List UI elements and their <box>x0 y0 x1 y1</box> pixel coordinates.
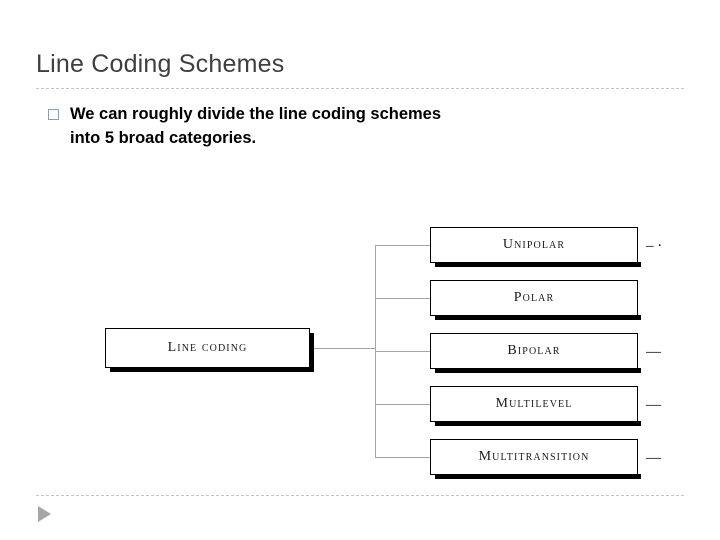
trailing-mark-4: — <box>646 397 661 413</box>
page-title: Line Coding Schemes <box>36 50 285 78</box>
node-shadow <box>110 367 313 372</box>
trailing-mark-3: — <box>646 344 661 360</box>
node-label: Unipolar <box>502 237 566 252</box>
bullet-text: We can roughly divide the line coding sc… <box>70 103 670 151</box>
node-shadow-right <box>309 333 314 372</box>
node-shadow <box>435 421 641 426</box>
connector-branch-4 <box>375 404 430 405</box>
line-coding-tree-diagram: Line coding Unipolar Polar Bipolar Multi… <box>90 215 690 485</box>
node-bipolar: Bipolar <box>430 333 641 373</box>
connector-root-to-spine <box>310 348 375 349</box>
node-multilevel: Multilevel <box>430 386 641 426</box>
node-polar: Polar <box>430 280 641 320</box>
connector-branch-5 <box>375 457 430 458</box>
play-triangle-icon[interactable] <box>38 506 51 522</box>
node-label: Multilevel <box>495 396 573 411</box>
node-shadow <box>435 262 641 267</box>
trailing-mark-1: – · <box>646 238 663 254</box>
node-label: Multitransition <box>478 449 590 464</box>
node-shadow <box>435 315 641 320</box>
node-label: Polar <box>513 290 555 305</box>
connector-branch-2 <box>375 298 430 299</box>
connector-branch-1 <box>375 245 430 246</box>
bullet-line-1: We can roughly divide the line coding sc… <box>70 105 442 123</box>
square-bullet-icon <box>48 109 59 120</box>
node-multitransition: Multitransition <box>430 439 641 479</box>
trailing-mark-5: — <box>646 450 661 466</box>
node-label: Bipolar <box>507 343 561 358</box>
bullet-line-2: into 5 broad categories. <box>70 128 257 147</box>
node-line-coding: Line coding <box>105 328 314 372</box>
node-unipolar: Unipolar <box>430 227 641 267</box>
node-shadow <box>435 474 641 479</box>
footer-divider <box>36 495 684 496</box>
node-shadow <box>435 368 641 373</box>
connector-branch-3 <box>375 351 430 352</box>
title-divider <box>36 88 684 89</box>
node-label: Line coding <box>167 340 248 355</box>
